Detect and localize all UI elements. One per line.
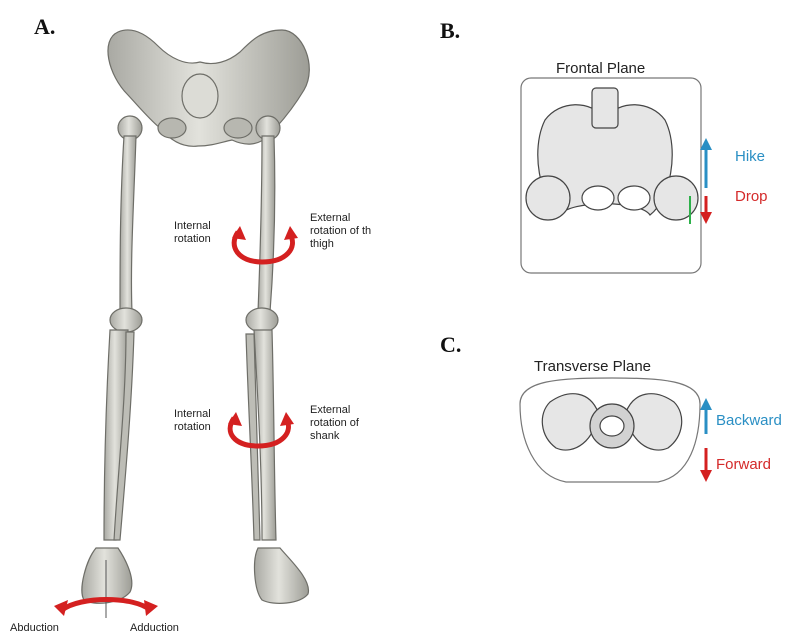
frontal-plane-title: Frontal Plane [556, 60, 645, 77]
shank-external-rotation-label: External rotation of shank [310, 404, 359, 443]
drop-label: Drop [735, 188, 768, 205]
hike-arrow-head [700, 138, 712, 150]
shank-arrow-head-right [280, 412, 294, 426]
foot-abduction-label: Abduction [10, 622, 59, 635]
frontal-foramen-left [582, 186, 614, 210]
foot-rotation-arrow [54, 560, 158, 618]
transverse-arrows [700, 398, 712, 482]
frontal-arrows [700, 138, 712, 224]
drop-arrow-head [700, 212, 712, 224]
hike-label: Hike [735, 148, 765, 165]
panel-b-letter: B. [440, 18, 460, 44]
left-leg-bones [82, 116, 142, 603]
backward-label: Backward [716, 412, 782, 429]
forward-label: Forward [716, 456, 771, 473]
thigh-arrow-head-left [232, 226, 246, 240]
thigh-external-rotation-label: External rotation of th thigh [310, 212, 371, 251]
thigh-arrow-head-right [284, 226, 298, 240]
panel-c-letter: C. [440, 332, 461, 358]
foot-arrow-head-left [54, 600, 68, 616]
transverse-pelvic-inlet [600, 416, 624, 436]
foot-arrow-head-right [144, 600, 158, 616]
shank-arrow-head-left [228, 412, 242, 426]
foot-adduction-label: Adduction [130, 622, 179, 635]
transverse-plane-title: Transverse Plane [534, 358, 651, 375]
backward-arrow-head [700, 398, 712, 410]
transverse-plane-diagram [520, 378, 700, 482]
shank-internal-rotation-label: Internal rotation [174, 408, 211, 434]
thigh-internal-rotation-label: Internal rotation [174, 220, 211, 246]
frontal-foramen-right [618, 186, 650, 210]
right-leg-bones [246, 116, 308, 603]
frontal-lumbar [592, 88, 618, 128]
frontal-femur-head-right [654, 176, 698, 220]
frontal-plane-diagram [521, 78, 701, 273]
forward-arrow-head [700, 470, 712, 482]
frontal-femur-head-left [526, 176, 570, 220]
